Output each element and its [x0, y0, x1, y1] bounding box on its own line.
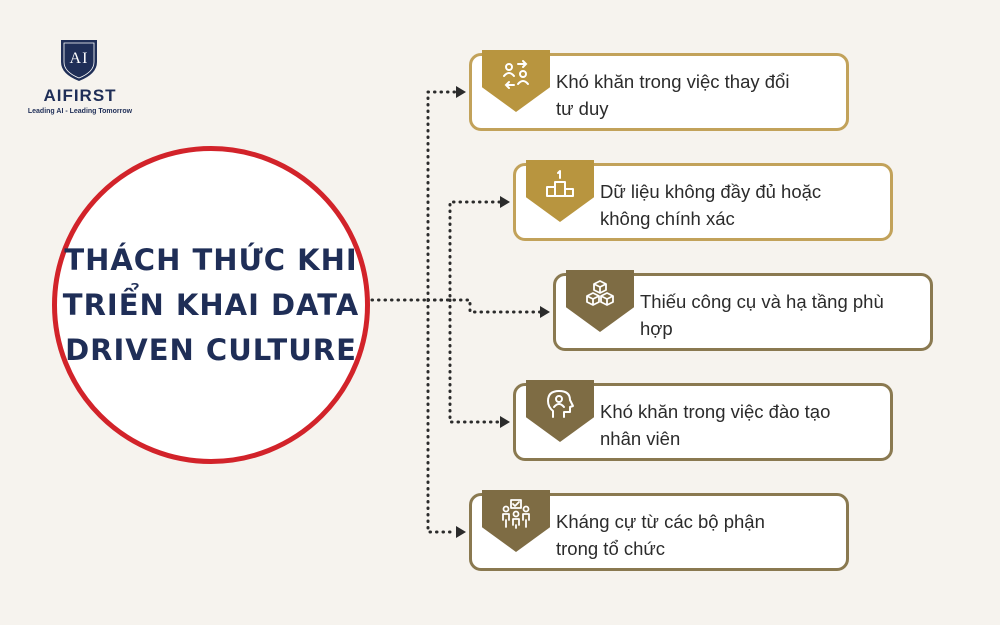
card-badge [482, 490, 550, 552]
arrowhead-1 [456, 86, 466, 98]
card-text-line: Thiếu công cụ và hạ tầng phù [640, 291, 884, 312]
boxes-icon [586, 280, 614, 306]
card-text-line: Kháng cự từ các bộ phận [556, 511, 765, 532]
card-text-line: trong tổ chức [556, 538, 666, 559]
challenge-card-1: Khó khăn trong việc thay đổi tư duy [469, 50, 849, 131]
podium-icon [546, 170, 574, 197]
connector-2 [426, 200, 502, 302]
shield-icon [61, 40, 97, 81]
logo-shield-text: AI [69, 50, 89, 67]
connector-4 [448, 298, 502, 424]
card-text-line: không chính xác [600, 208, 735, 229]
card-text-line: hợp [640, 318, 673, 339]
center-title: THÁCH THỨC KHI TRIỂN KHAI DATA DRIVEN CU… [63, 238, 359, 373]
challenge-card-2: Dữ liệu không đầy đủ hoặc không chính xá… [513, 160, 893, 241]
people-exchange-icon [503, 60, 529, 89]
center-title-line: TRIỂN KHAI DATA [62, 287, 360, 322]
logo-name: AIFIRST [43, 86, 117, 105]
card-text: Khó khăn trong việc đào tạo nhân viên [600, 398, 878, 452]
challenge-card-5: Kháng cự từ các bộ phận trong tổ chức [469, 490, 849, 571]
arrowhead-4 [500, 416, 510, 428]
head-person-icon [547, 390, 574, 418]
card-badge [482, 50, 550, 112]
card-text-line: tư duy [556, 98, 609, 119]
card-text: Kháng cự từ các bộ phận trong tổ chức [556, 508, 834, 562]
team-meeting-icon [502, 499, 530, 529]
card-badge [526, 160, 594, 222]
center-title-line: THÁCH THỨC KHI [64, 242, 358, 277]
card-text-line: Dữ liệu không đầy đủ hoặc [600, 181, 822, 202]
card-badge [526, 380, 594, 442]
card-text-line: nhân viên [600, 428, 681, 449]
center-circle: THÁCH THỨC KHI TRIỂN KHAI DATA DRIVEN CU… [52, 146, 370, 464]
card-text: Khó khăn trong việc thay đổi tư duy [556, 68, 834, 122]
connector-1 [426, 90, 458, 302]
card-badge [566, 270, 634, 332]
challenge-card-4: Khó khăn trong việc đào tạo nhân viên [513, 380, 893, 461]
arrowhead-3 [540, 306, 550, 318]
logo-tagline: Leading AI - Leading Tomorrow [27, 108, 133, 115]
arrowhead-5 [456, 526, 466, 538]
card-text: Thiếu công cụ và hạ tầng phù hợp [640, 288, 918, 342]
card-text-line: Khó khăn trong việc thay đổi [556, 71, 790, 92]
connector-3 [426, 298, 542, 314]
arrowhead-2 [500, 196, 510, 208]
center-title-line: DRIVEN CULTURE [65, 332, 357, 367]
challenge-card-3: Thiếu công cụ và hạ tầng phù hợp [553, 270, 933, 351]
card-text: Dữ liệu không đầy đủ hoặc không chính xá… [600, 178, 878, 232]
card-text-line: Khó khăn trong việc đào tạo [600, 401, 831, 422]
aifirst-logo: AI AIFIRST Leading AI - Leading Tomorrow [25, 38, 135, 123]
connector-5 [426, 298, 458, 534]
